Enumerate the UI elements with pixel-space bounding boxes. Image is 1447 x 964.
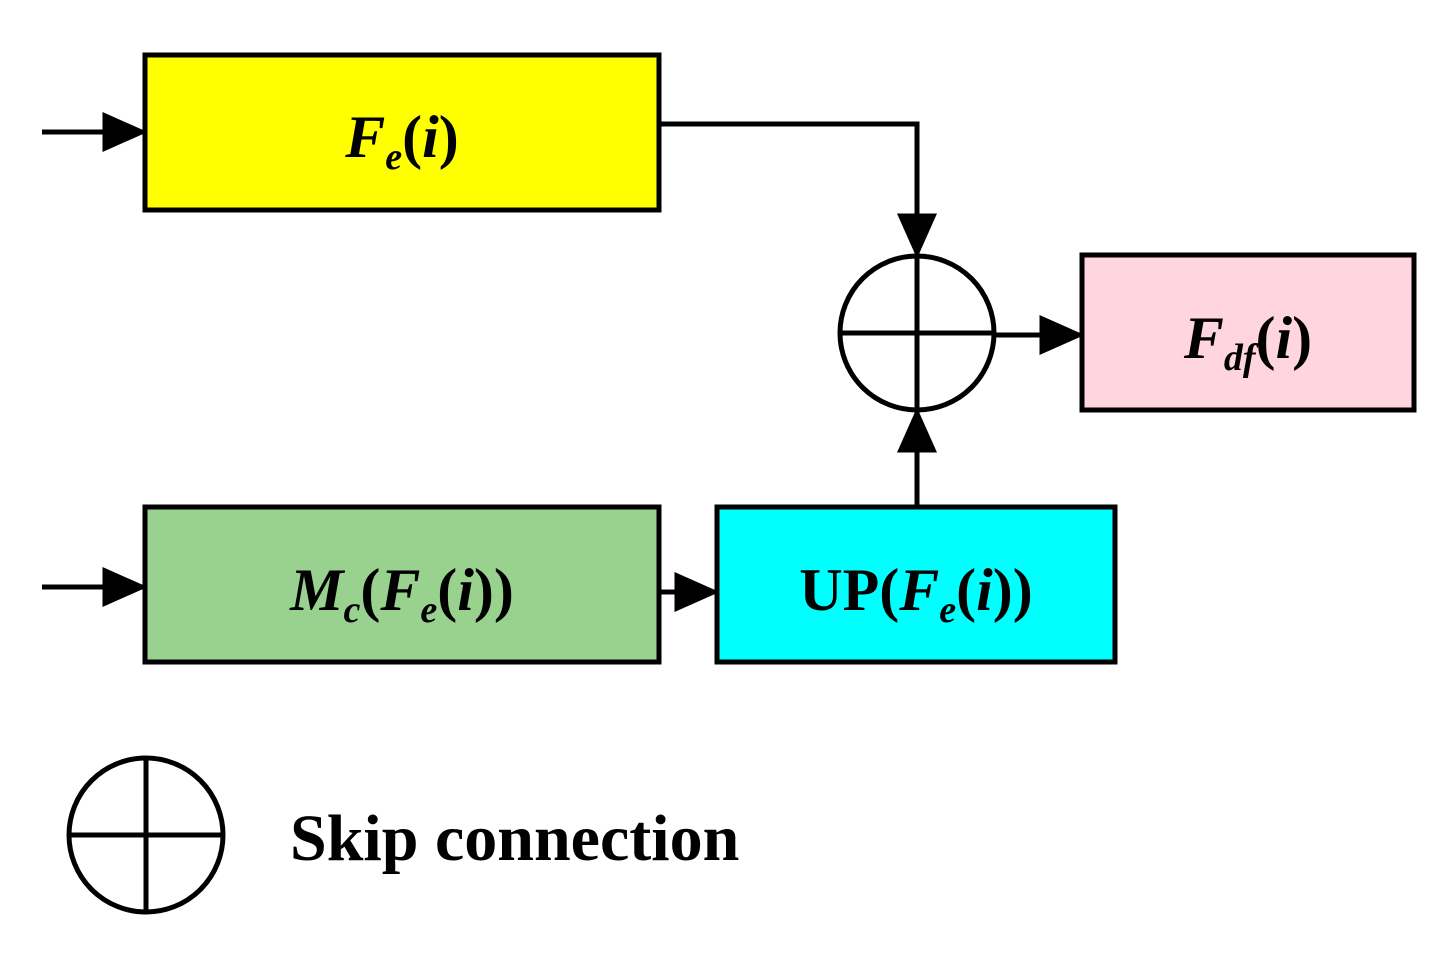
mc-box (142, 504, 662, 665)
fe-block: Fe(i) (142, 52, 662, 213)
sum-node (837, 253, 997, 413)
connectors (42, 112, 1085, 612)
fe-box (142, 52, 662, 213)
fdf-block: Fdf(i) (1079, 252, 1417, 413)
fdf-box (1079, 252, 1417, 413)
fe-label: Fe(i) (344, 104, 459, 178)
legend-text: Skip connection (290, 802, 739, 875)
mc-block: Mc(Fe(i)) (142, 504, 662, 665)
fe-to-sum-arrow (659, 121, 937, 259)
circle-plus-icon (66, 755, 226, 915)
legend: Skip connection (66, 755, 739, 915)
up-block: UP(Fe(i)) (714, 504, 1118, 665)
mc-label: Mc(Fe(i)) (289, 557, 514, 631)
fdf-label: Fdf(i) (1183, 305, 1312, 379)
up-label: UP(Fe(i)) (799, 557, 1033, 631)
